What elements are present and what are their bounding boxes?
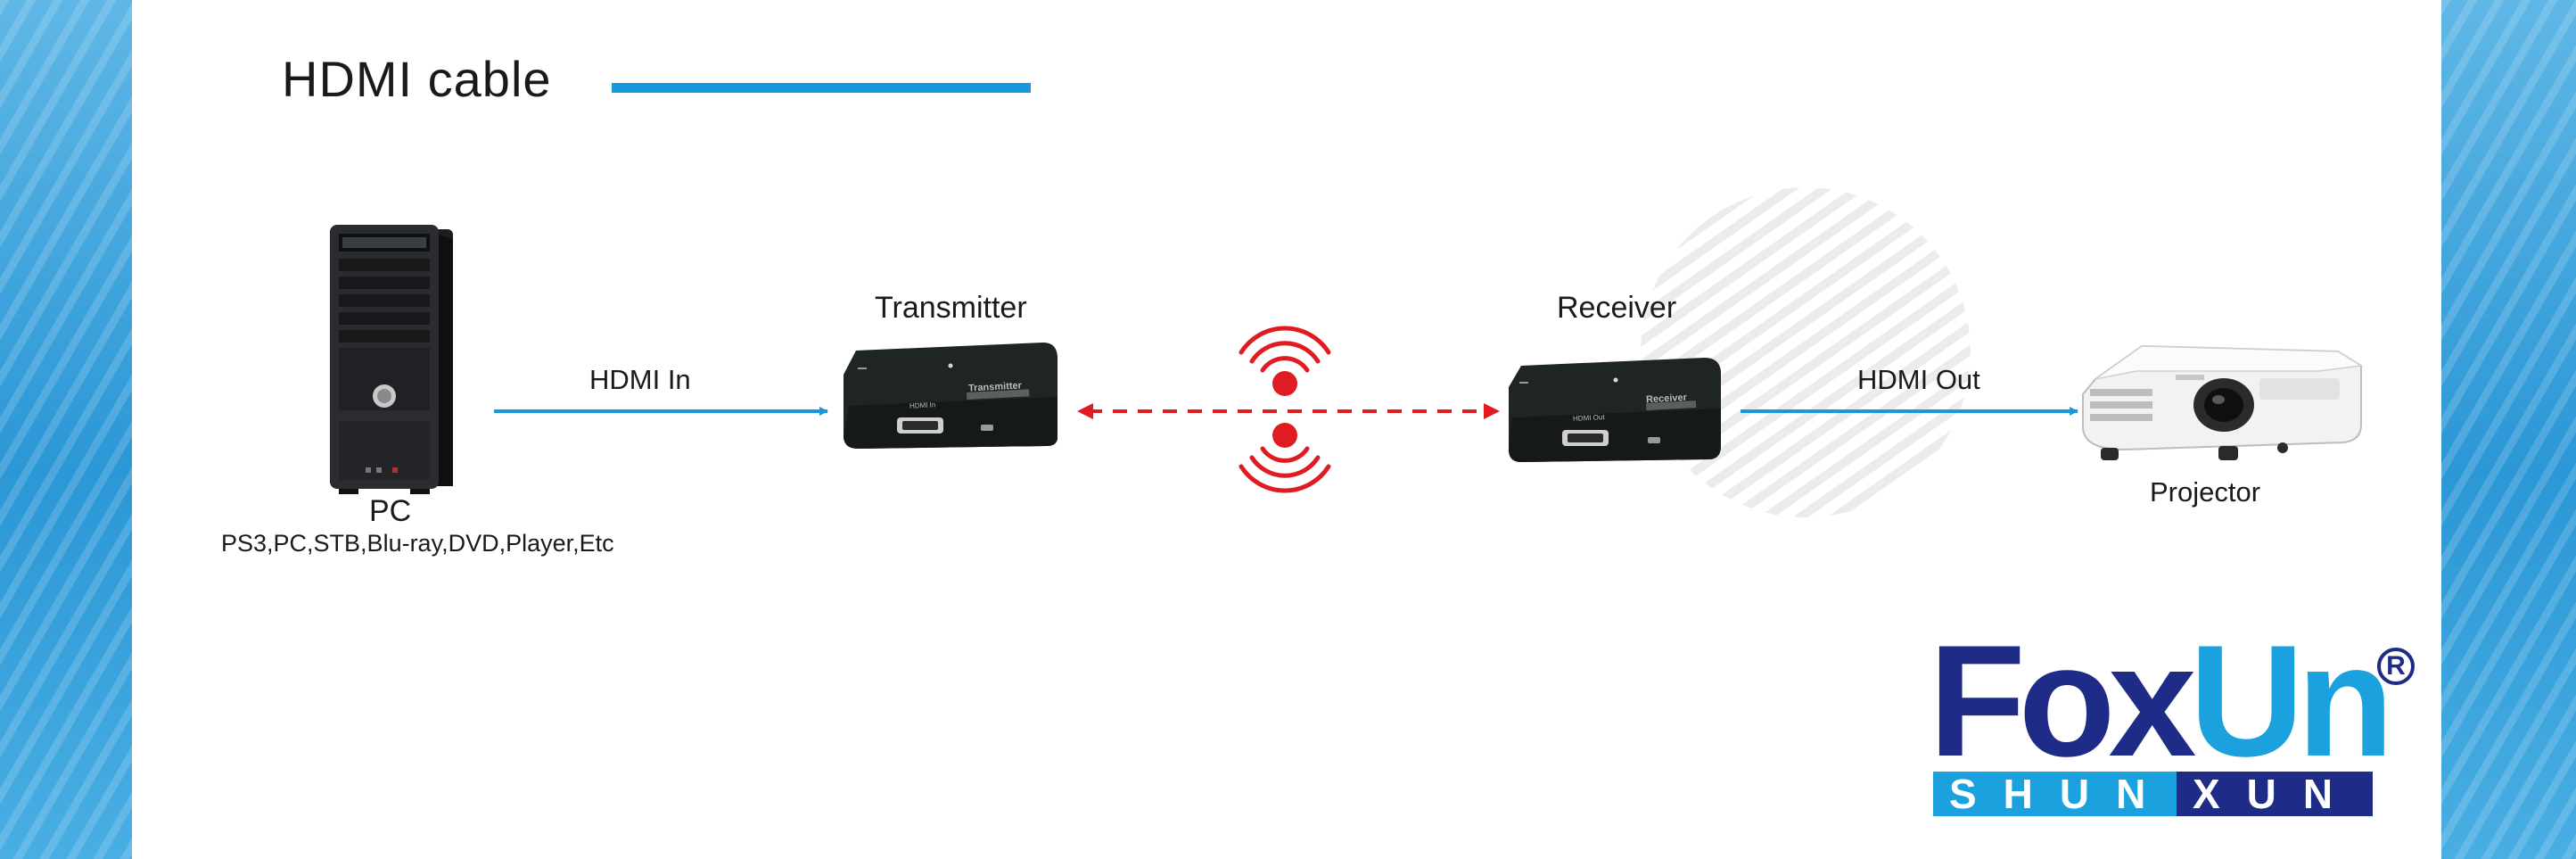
logo-tagline-shun: SHUN [1933, 772, 2177, 816]
receiver-label: Receiver [1557, 291, 1677, 325]
receiver-device-icon [1509, 358, 1721, 462]
pc-sublabel: PS3,PC,STB,Blu-ray,DVD,Player,Etc [221, 530, 614, 557]
pc-tower-icon [330, 225, 453, 494]
receiver-device-print: Receiver [1645, 392, 1688, 406]
receiver-port-print: HDMI Out [1572, 413, 1605, 423]
projector-icon [2082, 344, 2364, 460]
decorative-hatched-circle [1641, 187, 1971, 517]
logo-text-fox: Fox [1929, 612, 2196, 789]
transmitter-device-icon [844, 343, 1058, 449]
page-title: HDMI cable [282, 51, 552, 107]
logo-tagline-xun: XUN [2177, 772, 2373, 816]
right-background-stripe [2441, 0, 2576, 859]
logo-text-un: Un [2189, 612, 2393, 789]
transmitter-label: Transmitter [875, 291, 1027, 325]
wireless-link [1077, 403, 1500, 419]
pc-label: PC [369, 494, 412, 528]
foxun-logo-wordmark: FoxUn [1929, 622, 2394, 781]
hdmi-in-edge-label: HDMI In [589, 364, 691, 395]
left-background-stripe [0, 0, 132, 859]
projector-label: Projector [2150, 476, 2261, 508]
wireless-signal-icon [1239, 326, 1331, 493]
transmitter-port-print: HDMI In [909, 401, 936, 410]
title-underline-bar [612, 83, 1031, 93]
hdmi-out-edge-label: HDMI Out [1857, 364, 1980, 395]
registered-mark-icon: R [2377, 648, 2415, 685]
